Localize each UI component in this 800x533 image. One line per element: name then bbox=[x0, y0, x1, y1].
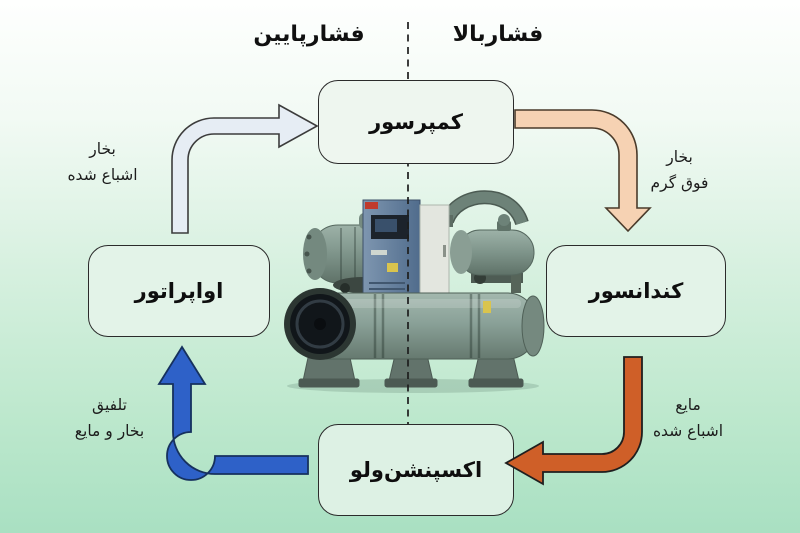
saturated-liquid-label-line2: اشباع شده bbox=[652, 422, 724, 441]
high-pressure-label: فشاربالا bbox=[452, 22, 544, 47]
compressor-box-label: کمپرسور bbox=[369, 110, 463, 134]
expansion-valve-box: اکسپنشن‌ولو bbox=[318, 424, 514, 516]
low-pressure-label: فشارپایین bbox=[253, 22, 365, 47]
superheated-vapor-label: بخار فوق گرم bbox=[612, 144, 747, 197]
vapor-liquid-mix-label-line1: تلفیق bbox=[92, 396, 127, 414]
vapor-liquid-mix-label-line2: بخار و مایع bbox=[74, 422, 145, 441]
compressor-box: کمپرسور bbox=[318, 80, 514, 164]
expansion-valve-box-label: اکسپنشن‌ولو bbox=[349, 458, 483, 482]
chiller-control-panel bbox=[362, 199, 450, 301]
evaporator-box: اواپراتور bbox=[88, 245, 270, 337]
vapor-liquid-mix-label: تلفیق بخار و مایع bbox=[42, 392, 177, 445]
chiller-illustration bbox=[284, 190, 545, 393]
superheated-vapor-label-line1: بخار bbox=[666, 148, 693, 166]
evaporator-box-label: اواپراتور bbox=[134, 279, 224, 303]
saturated-vapor-label: بخار اشباع شده bbox=[35, 136, 170, 189]
saturated-vapor-label-line1: بخار bbox=[89, 140, 116, 158]
condenser-box-label: کندانسور bbox=[588, 279, 684, 303]
saturated-liquid-label: مایع اشباع شده bbox=[618, 392, 758, 445]
saturated-vapor-label-line2: اشباع شده bbox=[67, 166, 138, 185]
condenser-box: کندانسور bbox=[546, 245, 726, 337]
saturated-liquid-label-line1: مایع bbox=[675, 396, 701, 414]
chiller-flange bbox=[284, 288, 356, 360]
chiller-oil-separator bbox=[450, 214, 535, 276]
superheated-vapor-label-line2: فوق گرم bbox=[650, 174, 709, 193]
